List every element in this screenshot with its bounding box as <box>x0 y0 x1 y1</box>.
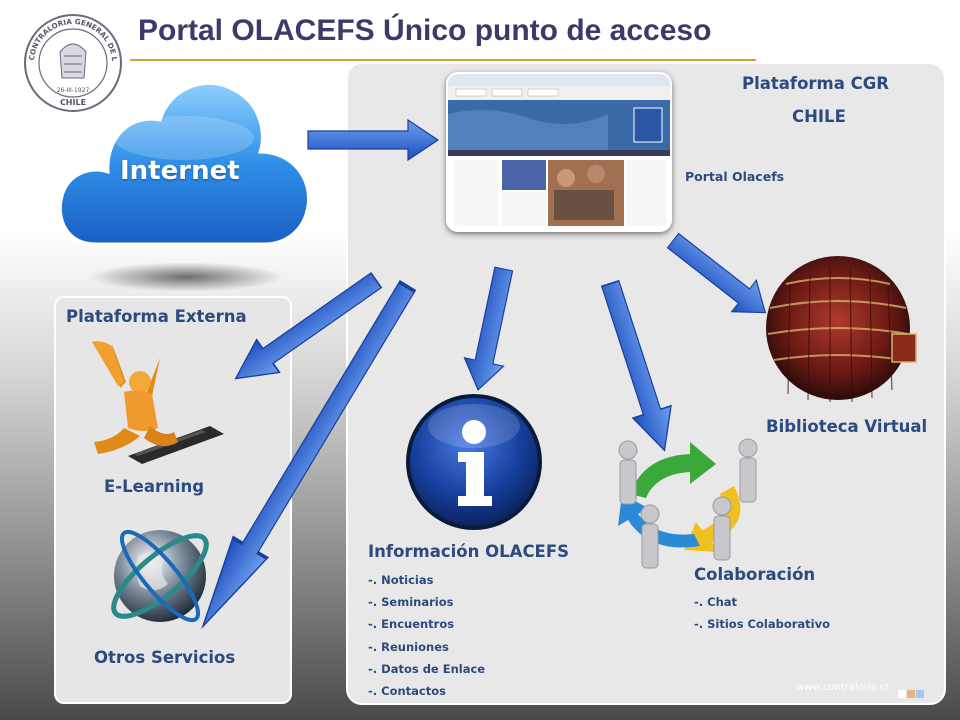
otros-servicios-label[interactable]: Otros Servicios <box>94 648 236 667</box>
list-item: -. Contactos <box>368 684 446 699</box>
arrow-portal-to-info <box>457 264 524 395</box>
cloud-icon <box>58 81 310 246</box>
info-olacefs-list: -. Noticias -. Seminarios -. Encuentros … <box>368 569 485 702</box>
internet-label: Internet <box>120 156 240 186</box>
platform-cgr-label: Plataforma CGR <box>742 74 889 93</box>
arrow-internet-to-portal <box>307 119 439 161</box>
globe-icon <box>111 529 209 623</box>
contraloria-seal-logo: CONTRALORIA GENERAL DE LA REPUBLICA 26-I… <box>22 12 122 112</box>
platform-cgr-country: CHILE <box>792 107 846 126</box>
elearning-label[interactable]: E-Learning <box>104 477 205 496</box>
arrow-portal-to-colaboracion <box>590 276 685 458</box>
portal-page-image <box>448 74 670 226</box>
footer-url[interactable]: www.contraloria.cl <box>796 682 889 693</box>
portal-screenshot-thumbnail[interactable] <box>446 72 672 232</box>
platform-external-label: Plataforma Externa <box>66 307 247 326</box>
cloud-shadow <box>88 262 284 292</box>
list-item: -. Encuentros <box>368 617 455 632</box>
svg-text:CHILE: CHILE <box>60 98 86 107</box>
portal-olacefs-label: Portal Olacefs <box>685 169 785 184</box>
arrow-portal-to-biblioteca <box>660 224 779 329</box>
list-item: -. Reuniones <box>368 639 449 654</box>
title-underline <box>130 59 756 61</box>
list-item: -. Sitios Colaborativo <box>694 617 831 632</box>
list-item: -. Datos de Enlace <box>368 661 486 676</box>
list-item: -. Noticias <box>368 573 434 587</box>
slide-title: Portal OLACEFS Único punto de acceso <box>138 14 712 47</box>
elearning-person-icon <box>92 341 224 464</box>
biblioteca-virtual-label[interactable]: Biblioteca Virtual <box>766 417 928 436</box>
library-sphere-icon <box>766 256 917 403</box>
colaboracion-title[interactable]: Colaboración <box>694 565 816 584</box>
collaboration-cycle-icon <box>618 438 758 569</box>
footer-color-squares <box>898 683 925 702</box>
info-olacefs-title[interactable]: Información OLACEFS <box>368 542 569 561</box>
list-item: -. Seminarios <box>368 595 454 610</box>
svg-text:26-III-1927: 26-III-1927 <box>57 87 90 94</box>
colaboracion-list: -. Chat -. Sitios Colaborativo <box>694 591 830 635</box>
list-item: -. Chat <box>694 595 738 609</box>
info-icon <box>406 394 542 530</box>
